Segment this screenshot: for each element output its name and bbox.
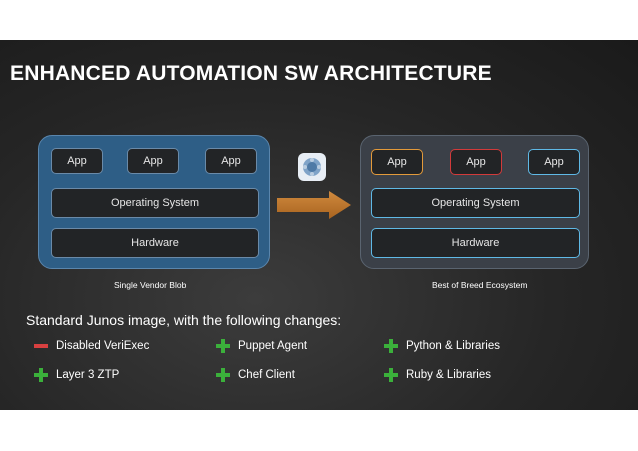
- best-of-breed-stack: App App App Operating System Hardware: [360, 135, 589, 269]
- plus-icon: [384, 368, 398, 382]
- minus-icon: [34, 339, 48, 353]
- operating-system-box: Operating System: [371, 188, 580, 218]
- change-label: Puppet Agent: [238, 340, 308, 352]
- app-box: App: [51, 148, 103, 174]
- arrow-right-icon: [277, 191, 351, 219]
- plus-icon: [216, 339, 230, 353]
- change-item: Puppet Agent: [216, 339, 307, 353]
- app-box: App: [528, 149, 580, 175]
- change-label: Python & Libraries: [406, 340, 500, 352]
- operating-system-box: Operating System: [51, 188, 259, 218]
- app-box: App: [450, 149, 502, 175]
- hardware-box: Hardware: [371, 228, 580, 258]
- change-label: Disabled VeriExec: [56, 340, 150, 352]
- puppet-logo-icon: [298, 153, 326, 181]
- change-item: Ruby & Libraries: [384, 368, 491, 382]
- change-label: Ruby & Libraries: [406, 369, 492, 381]
- change-item: Python & Libraries: [384, 339, 500, 353]
- plus-icon: [384, 339, 398, 353]
- slide-title: ENHANCED AUTOMATION SW ARCHITECTURE: [10, 62, 492, 85]
- change-label: Layer 3 ZTP: [56, 369, 120, 381]
- app-box: App: [205, 148, 257, 174]
- change-label: Chef Client: [238, 369, 295, 381]
- app-box: App: [371, 149, 423, 175]
- change-item: Chef Client: [216, 368, 295, 382]
- app-box: App: [127, 148, 179, 174]
- single-vendor-caption: Single Vendor Blob: [114, 280, 187, 290]
- single-vendor-stack: App App App Operating System Hardware: [38, 135, 270, 269]
- change-item: Layer 3 ZTP: [34, 368, 119, 382]
- best-of-breed-caption: Best of Breed Ecosystem: [432, 280, 528, 290]
- plus-icon: [216, 368, 230, 382]
- changes-heading: Standard Junos image, with the following…: [26, 312, 342, 328]
- slide: ENHANCED AUTOMATION SW ARCHITECTURE App …: [0, 40, 638, 410]
- plus-icon: [34, 368, 48, 382]
- hardware-box: Hardware: [51, 228, 259, 258]
- change-item: Disabled VeriExec: [34, 339, 149, 353]
